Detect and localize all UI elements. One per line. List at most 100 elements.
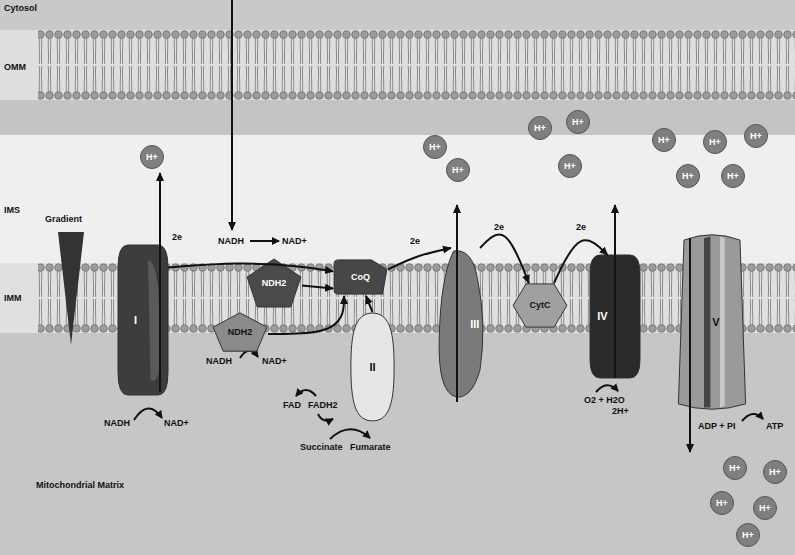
diagram-label: NAD+ [282,236,307,247]
node-label: H+ [759,504,771,513]
coenzyme-q: CoQ [333,258,388,296]
diagram-label: NADH [206,356,232,367]
protein-outline [513,284,567,327]
transport-arrow [231,0,233,230]
diagram-label: IMM [4,293,22,304]
node-label: H+ [729,464,741,473]
electron-label: 2e [410,236,420,247]
gradient-triangle [58,232,84,345]
ion-circle [558,154,581,177]
membrane-shadow [0,100,795,135]
ion-circle [763,460,786,483]
proton-ion: H+ [723,456,747,480]
node-label: H+ [709,138,721,147]
proton-ion: H+ [423,135,447,159]
proton-ion: H+ [676,164,700,188]
proton-ion: H+ [763,460,787,484]
proton-arrow [689,238,691,452]
proton-ion: H+ [753,496,777,520]
proton-flow-arrows [160,0,690,452]
diagram-label: ADP + PI [698,421,736,432]
outer-membrane-leaflet [38,30,795,65]
reaction-arrow [296,390,316,396]
electron-label: 2e [494,222,504,233]
ion-circle [676,164,699,187]
proton-ion: H+ [566,110,590,134]
ion-circle [744,124,767,147]
node-label: V [712,317,719,328]
reaction-arrow [240,351,258,358]
node-label: NDH2 [228,328,253,337]
node-label: CoQ [351,273,370,282]
node-label: H+ [716,499,728,508]
ion-circle [566,110,589,133]
ion-circle [528,116,551,139]
complex-three: III [435,248,488,400]
illustration-part [168,235,608,334]
proton-ion: H+ [710,491,734,515]
proton-ion: H+ [721,164,745,188]
proton-ion: H+ [140,145,164,169]
diagram-label: NAD+ [164,418,189,429]
proton-ion: H+ [446,158,470,182]
node-label: NDH2 [262,279,287,288]
proton-ion: H+ [652,128,676,152]
ion-circle [736,523,759,546]
omm-region [0,30,795,100]
node-label: H+ [572,118,584,127]
outer-membrane-leaflet [38,65,795,100]
diagram-label: Succinate [300,442,343,453]
electron-flow-arrow [268,296,344,334]
node-label: H+ [682,172,694,181]
electron-flow-arrow [480,235,529,283]
node-label: H+ [146,153,158,162]
electron-flow-arrow [554,240,608,283]
diagram-label: Gradient [45,214,82,225]
protein-shading [704,237,710,408]
electron-label: 2e [576,222,586,233]
reaction-arrows [134,241,763,439]
ion-circle [710,491,733,514]
node-label: H+ [429,143,441,152]
protein-outline [678,235,745,409]
ion-circle [423,135,446,158]
reaction-arrow [318,414,333,421]
node-label: III [470,319,479,330]
ion-circle [446,158,469,181]
proton-ion: H+ [558,154,582,178]
ion-circle [753,496,776,519]
electron-flow-arrow [302,286,333,289]
reaction-arrow [330,429,370,439]
node-label: IV [597,311,607,322]
node-label: H+ [452,166,464,175]
diagram-label: 2H+ [612,406,629,417]
node-label: CytC [529,301,550,310]
proton-ion: H+ [736,523,760,547]
reaction-arrow [742,414,763,421]
electron-flow-arrow [388,248,451,269]
ion-circle [703,130,726,153]
node-label: H+ [534,124,546,133]
electron-flow-arrow [366,296,373,312]
protein-outline [351,313,394,421]
proton-arrow [159,173,161,392]
node-shape [435,248,488,400]
reaction-arrow [596,385,618,392]
diagram-label: FADH2 [308,400,338,411]
diagram-label: NADH [104,418,130,429]
ims-region [0,135,795,263]
diagram-label: O2 + H2O [584,395,625,406]
node-label: H+ [742,531,754,540]
complex-two: II [350,312,395,422]
cytochrome-c: CytC [512,283,568,328]
protein-outline [439,251,483,397]
node-label: H+ [750,132,762,141]
diagram-label: OMM [4,62,26,73]
ndh2-enzyme: NDH2 [212,312,268,352]
diagram-label: Fumarate [350,442,391,453]
reaction-arrow [250,240,279,242]
protein-outline [213,313,267,351]
ion-circle [140,145,163,168]
proton-ion: H+ [528,116,552,140]
